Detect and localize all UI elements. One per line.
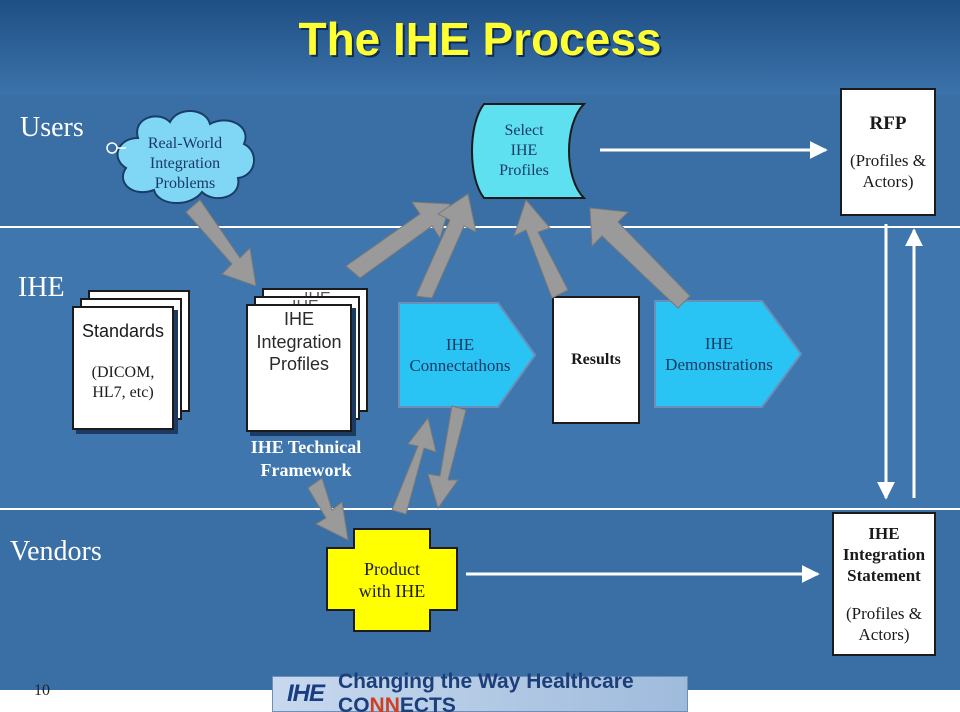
gray-arrow-demonstrations-to-select <box>589 207 691 309</box>
select-profiles-line-2: IHE <box>510 142 538 159</box>
technical-framework-line-1: IHE Technical <box>250 437 362 457</box>
standards-title: Standards <box>81 321 165 341</box>
product-shape: Product with IHE <box>326 528 458 632</box>
product-line-1: Product <box>364 558 420 579</box>
statement-line-1: IHE <box>868 523 900 543</box>
profiles-page-front: IHE Integration Profiles <box>246 304 352 432</box>
demonstrations-line-1: IHE <box>704 333 734 353</box>
results-label: Results <box>571 351 621 368</box>
standards-page-front: Standards (DICOM, HL7, etc) <box>72 306 174 430</box>
row-label-ihe: IHE <box>18 272 65 303</box>
profiles-line-1: IHE <box>283 309 314 329</box>
standards-line-1: (DICOM, <box>91 363 155 381</box>
cloud-icon <box>116 110 255 205</box>
statement-line-4: (Profiles & <box>845 603 923 623</box>
select-profiles-line-1: Select <box>504 122 544 139</box>
rfp-line-1: (Profiles & <box>849 150 927 170</box>
connectathons-shape: IHE Connectathons <box>398 302 537 408</box>
results-box: Results <box>552 296 640 424</box>
demonstrations-line-2: Demonstrations <box>665 355 773 374</box>
integration-statement-box: IHE Integration Statement (Profiles & Ac… <box>832 512 936 656</box>
footer-banner: IHE Changing the Way Healthcare CONNECTS <box>272 670 688 712</box>
gray-arrow-product-to-connectathons <box>391 416 437 515</box>
select-profiles-shape: Select IHE Profiles <box>470 102 587 200</box>
title-band <box>0 0 960 95</box>
demonstrations-shape: IHE Demonstrations <box>654 300 803 408</box>
rfp-box: RFP (Profiles & Actors) <box>840 88 936 216</box>
connectathons-line-2: Connectathons <box>409 356 511 375</box>
pentagon-arrow-icon <box>398 302 537 408</box>
profiles-line-2: Integration <box>256 331 342 352</box>
row-label-vendors: Vendors <box>10 536 102 567</box>
ihe-logo: IHE <box>287 680 325 707</box>
row-divider-top <box>0 226 960 228</box>
profiles-line-3: Profiles <box>268 354 330 374</box>
pentagon-arrow-icon <box>654 300 803 408</box>
standards-line-2: HL7, etc) <box>92 383 154 401</box>
gray-arrow-cloud-to-profiles <box>185 199 257 287</box>
footer-tagline-o: O <box>353 694 370 712</box>
technical-framework-line-2: Framework <box>260 459 352 480</box>
statement-line-5: Actors) <box>858 624 910 644</box>
gray-arrow-profiles-to-select <box>345 201 451 279</box>
statement-line-2: Integration <box>842 545 926 565</box>
gray-arrow-results-to-select <box>513 199 569 299</box>
select-profiles-line-3: Profiles <box>499 162 549 179</box>
cloud-line-1: Real-World <box>147 135 223 152</box>
statement-line-3: Statement <box>847 566 921 586</box>
row-label-users: Users <box>20 112 84 143</box>
stored-data-icon <box>471 103 587 199</box>
footer-tagline-part-a: Changing the Way Healthcare C <box>338 670 634 712</box>
page-number: 10 <box>34 682 50 699</box>
gray-arrow-connectathons-to-select <box>415 193 477 299</box>
plus-shape-icon <box>326 528 458 632</box>
slide-title: The IHE Process <box>298 13 662 65</box>
footer-tagline: Changing the Way Healthcare CONNECTS <box>338 670 687 712</box>
footer-tagline-part-b: ECTS <box>399 694 456 712</box>
footer-tagline-nn: NN <box>369 694 400 712</box>
cloud-line-2: Integration <box>149 155 221 172</box>
gray-arrow-profiles-to-product <box>307 477 349 541</box>
gray-arrow-connectathons-to-product <box>427 405 467 510</box>
real-world-problems-cloud: Real-World Integration Problems <box>110 104 260 210</box>
rfp-line-2: Actors) <box>862 171 914 191</box>
product-line-2: with IHE <box>358 581 426 601</box>
rfp-title: RFP <box>869 112 907 134</box>
technical-framework-caption: IHE Technical Framework <box>236 436 376 481</box>
cloud-text: Real-World Integration Problems <box>110 134 260 194</box>
gear-icon <box>106 142 126 154</box>
row-divider-bottom <box>0 508 960 510</box>
cloud-line-3: Problems <box>154 175 216 192</box>
connectathons-line-1: IHE <box>445 334 475 354</box>
